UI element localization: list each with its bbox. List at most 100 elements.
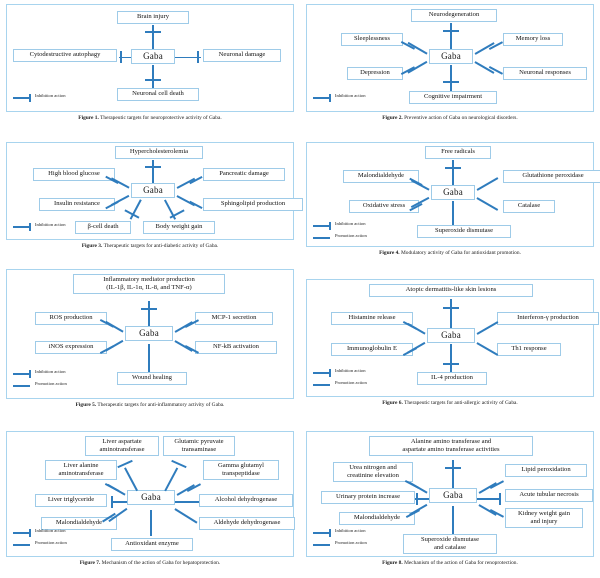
node-liver-alanine-aminotransferase: Liver alanine aminotransferase <box>45 460 117 481</box>
edge-bottom-inhibit-bar <box>145 79 161 81</box>
legend-promotion-label: Promotion action <box>35 381 67 386</box>
node-inos-expression: iNOS expression <box>35 341 107 354</box>
node-kidney-weight-gain-and-injury-label: Kidney weight gain and injury <box>517 510 570 526</box>
legend-inhibition-cap <box>29 528 31 537</box>
center-node-gaba: Gaba <box>125 326 173 341</box>
node-acute-tubular-necrosis: Acute tubular necrosis <box>505 489 593 502</box>
figure-2-caption-prefix: Figure 2. <box>382 115 403 121</box>
node-neuronal-damage: Neuronal damage <box>203 49 281 62</box>
legend-inhibition-cap <box>29 369 31 378</box>
edge-bottom-promote <box>150 510 152 536</box>
figure-7-caption: Figure 7. Mechanism of the action of Gab… <box>6 560 294 566</box>
figure-8-caption-prefix: Figure 8. <box>382 560 403 566</box>
node-wound-healing: Wound healing <box>117 372 187 385</box>
figure-4-caption: Figure 4. Modulatory activity of Gaba fo… <box>306 250 594 256</box>
node-malondialdehyde: Malondialdehyde <box>41 517 117 530</box>
legend-inhibition-label: Inhibition action <box>335 221 366 226</box>
node-interferon-gamma-production: Interferon-γ production <box>497 312 599 325</box>
figure-8-cell: Gaba Alanine amino transferase and aspar… <box>300 425 600 578</box>
node-malondialdehyde: Malondialdehyde <box>343 170 419 183</box>
figure-2-caption-text: Preventive action of Gaba on neurologica… <box>404 115 518 121</box>
node-kidney-weight-gain-and-injury: Kidney weight gain and injury <box>505 508 583 529</box>
legend-inhibition-label: Inhibition action <box>35 369 66 374</box>
node-hypercholesterolemia: Hypercholesterolemia <box>115 146 203 159</box>
node-urinary-protein-increase: Urinary protein increase <box>321 491 415 504</box>
legend-promotion-label: Promotion action <box>35 540 67 545</box>
node-body-weight-gain: Body weight gain <box>143 221 215 234</box>
edge-right-inhibit-bar <box>499 493 501 505</box>
legend-promotion-label: Promotion action <box>335 233 367 238</box>
node-oxidative-stress: Oxidative stress <box>349 200 419 213</box>
figure-5-caption-text: Therapeutic targets for anti-inflammator… <box>97 402 225 408</box>
figure-7-cell: Gaba Liver aspartate aminotransferase Gl… <box>0 425 300 578</box>
figure-6-panel: Gaba Atopic dermatitis-like skin lesions… <box>306 279 599 397</box>
figure-3-panel: Gaba Hypercholesterolemia High blood glu… <box>6 142 303 240</box>
edge-top-inhibit-bar <box>443 30 459 32</box>
figure-1-cell: Gaba Brain injury Cytodestructive autoph… <box>0 0 300 138</box>
node-neuronal-responses: Neuronal responses <box>503 67 587 80</box>
legend-inhibition-cap <box>29 222 31 231</box>
node-th1-response: Th1 response <box>497 343 561 356</box>
legend-promotion-line <box>313 237 330 239</box>
edge-bottom <box>152 65 154 88</box>
node-superoxide-dismutase-and-catalase: Superoxide dismutase and catalase <box>403 534 497 555</box>
node-beta-cell-death: β-cell death <box>75 221 131 234</box>
legend-inhibition-line <box>13 373 30 375</box>
center-node-gaba: Gaba <box>429 49 473 64</box>
edge-top-inhibit-bar <box>443 307 459 309</box>
edge-bottom-promote <box>452 201 454 225</box>
legend-inhibition-cap <box>329 528 331 537</box>
node-neuronal-cell-death: Neuronal cell death <box>117 88 199 101</box>
edge-top <box>152 25 154 49</box>
center-node-gaba: Gaba <box>431 185 475 200</box>
node-inflammatory-mediator-production: Inflammatory mediator production (IL-1β,… <box>73 274 225 295</box>
node-cytodestructive-autophagy: Cytodestructive autophagy <box>13 49 117 62</box>
node-alanine-aspartate-transferase-activities: Alanine amino transferase and aspartate … <box>369 436 533 457</box>
center-node-gaba: Gaba <box>427 328 475 343</box>
edge-bottom <box>450 65 452 91</box>
edge-top-inhibit-bar <box>445 467 461 469</box>
figure-8-caption-text: Mechanism of the action of Gaba for reno… <box>404 560 518 566</box>
figure-2-panel: Gaba Neurodegeneration Sleeplessness Mem… <box>306 4 594 112</box>
edge-upper-right-promote <box>476 177 499 191</box>
figure-8-caption: Figure 8. Mechanism of the action of Gab… <box>306 560 594 566</box>
legend-inhibition-line <box>313 372 330 374</box>
edge-right <box>477 498 501 500</box>
edge-bottom <box>450 344 452 372</box>
edge-bottom-promote <box>148 344 150 372</box>
figure-6-caption-text: Therapeutic targets for anti-allergic ac… <box>404 400 518 406</box>
node-liver-aspartate-aminotransferase-label: Liver aspartate aminotransferase <box>99 438 145 454</box>
node-free-radicals: Free radicals <box>425 146 491 159</box>
node-atopic-dermatitis-like-skin-lesions: Atopic dermatitis-like skin lesions <box>369 284 533 297</box>
edge-left <box>415 498 429 500</box>
legend-inhibition-label: Inhibition action <box>35 222 66 227</box>
figure-3-caption-prefix: Figure 3. <box>81 243 103 249</box>
edge-top <box>152 160 154 183</box>
edge-bottom-promote <box>452 506 454 534</box>
legend-inhibition-line <box>13 532 30 534</box>
legend-promotion-label: Promotion action <box>335 380 367 385</box>
edge-upper-right <box>176 177 196 189</box>
legend-inhibition-label: Inhibition action <box>335 528 366 533</box>
node-pancreatic-damage: Pancreatic damage <box>203 168 285 181</box>
center-node-gaba: Gaba <box>131 183 175 198</box>
node-immunoglobulin-e: Immunoglobulin E <box>331 343 413 356</box>
edge-top <box>452 160 454 185</box>
edge-top-inhibit-bar <box>145 166 161 168</box>
node-inflammatory-mediator-production-label: Inflammatory mediator production (IL-1β,… <box>103 276 195 292</box>
legend-promotion-line <box>13 544 30 546</box>
node-depression: Depression <box>347 67 403 80</box>
figure-2-cell: Gaba Neurodegeneration Sleeplessness Mem… <box>300 0 600 138</box>
figure-1-caption-text: Therapeutic targets for neuroprotective … <box>100 115 222 121</box>
legend-inhibition-cap <box>329 221 331 230</box>
node-mcp1-secretion: MCP-1 secretion <box>195 312 273 325</box>
node-alanine-aspartate-transferase-activities-label: Alanine amino transferase and aspartate … <box>402 438 500 454</box>
node-neurodegeneration: Neurodegeneration <box>411 9 497 22</box>
edge-upper-right-inhibit-bar <box>189 175 203 185</box>
edge-top <box>450 23 452 49</box>
legend-promotion-line <box>13 385 30 387</box>
node-glutathione-peroxidase: Glutathione peroxidase <box>503 170 600 183</box>
node-ros-production: ROS production <box>35 312 107 325</box>
figure-6-caption-prefix: Figure 6. <box>382 400 403 406</box>
